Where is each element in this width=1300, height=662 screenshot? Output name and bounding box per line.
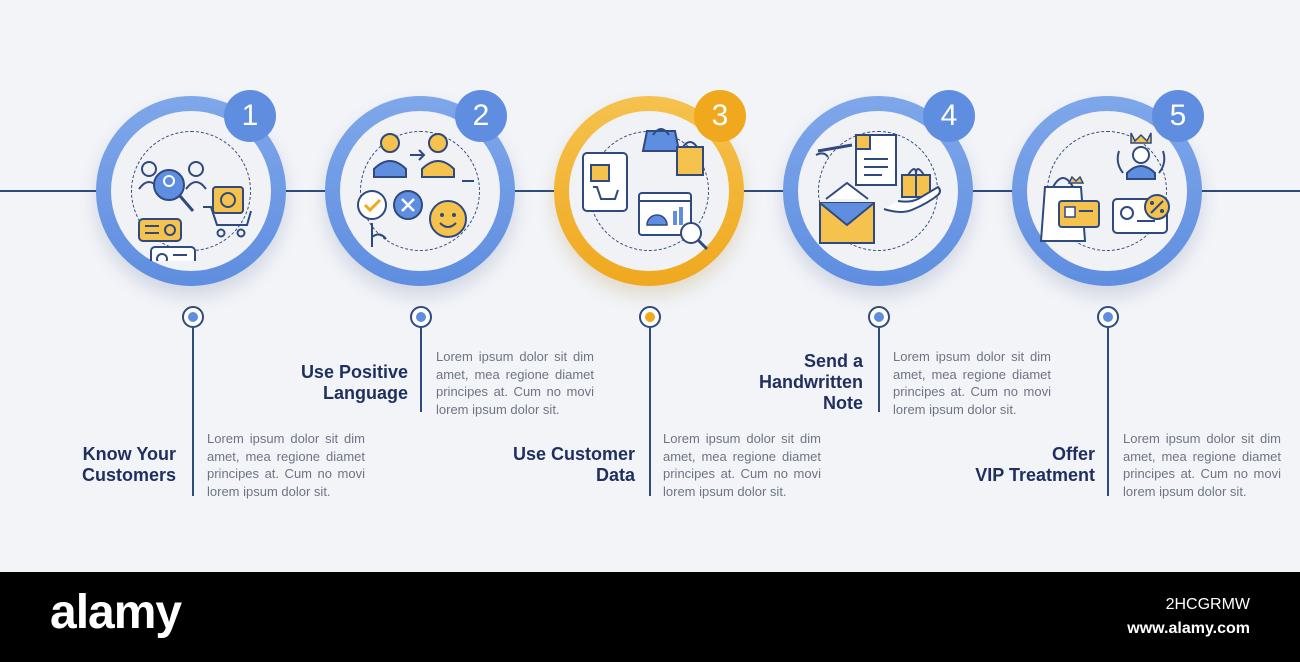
step-2: 2: [325, 90, 515, 286]
handwritten-note-gift-icon: [808, 121, 948, 261]
step-4-connector-line: [878, 328, 880, 412]
step-1-connector-line: [192, 328, 194, 496]
step-1-number-badge: 1: [224, 90, 276, 142]
step-3: 3: [554, 90, 746, 286]
step-2-number-badge: 2: [455, 90, 507, 142]
step-2-connector-line: [420, 328, 422, 412]
step-1-description: Lorem ipsum dolor sit dim amet, mea regi…: [207, 431, 365, 499]
footer-logo: alamy: [50, 586, 182, 639]
step-1-timeline-dot: [182, 306, 204, 328]
step-5-connector-line: [1107, 328, 1109, 496]
customers-search-cart-icon: [121, 121, 261, 272]
positive-language-icon: [350, 121, 490, 261]
step-2-ring: [325, 96, 515, 286]
vip-treatment-card-icon: [1037, 121, 1177, 261]
step-1: 1: [96, 90, 286, 286]
step-4: 4: [783, 90, 975, 286]
step-3-timeline-dot: [639, 306, 661, 328]
footer-url: www.alamy.com: [1127, 620, 1250, 637]
step-3-description: Lorem ipsum dolor sit dim amet, mea regi…: [663, 431, 821, 499]
step-5-timeline-dot: [1097, 306, 1119, 328]
step-5-description: Lorem ipsum dolor sit dim amet, mea regi…: [1123, 431, 1281, 499]
step-5-ring: [1012, 96, 1202, 286]
step-3-ring: [554, 96, 744, 286]
footer-bar: [0, 572, 1300, 662]
step-5-number-badge: 5: [1152, 90, 1204, 142]
step-2-timeline-dot: [410, 306, 432, 328]
footer-image-id: 2HCGRMW: [1165, 596, 1250, 613]
step-4-description: Lorem ipsum dolor sit dim amet, mea regi…: [893, 349, 1051, 417]
step-2-description: Lorem ipsum dolor sit dim amet, mea regi…: [436, 349, 594, 417]
step-5: 5: [1012, 90, 1204, 286]
step-4-number-badge: 4: [923, 90, 975, 142]
step-3-number-badge: 3: [694, 90, 746, 142]
step-3-connector-line: [649, 328, 651, 496]
customer-data-shopping-icon: [579, 121, 719, 261]
step-4-timeline-dot: [868, 306, 890, 328]
